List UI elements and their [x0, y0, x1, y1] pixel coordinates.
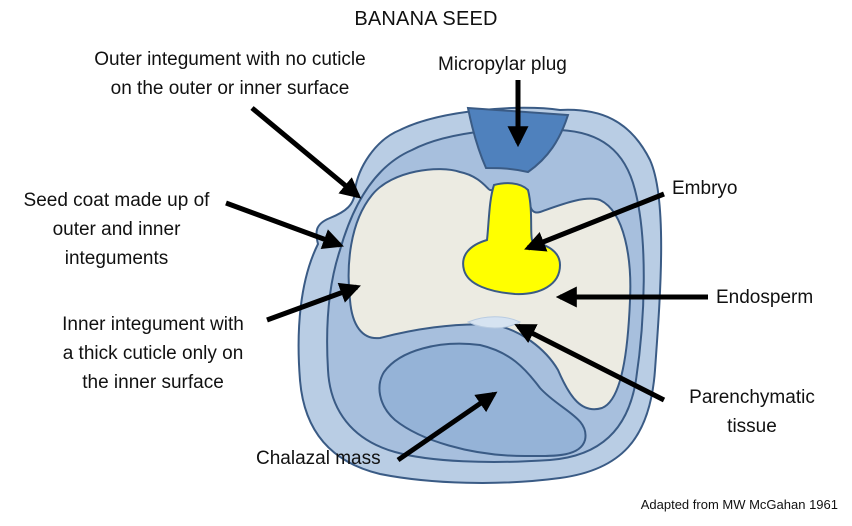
arrow-seed-coat — [225, 200, 344, 250]
label-parenchymatic-tissue-line-1: Parenchymatic — [689, 387, 815, 408]
label-inner-integument-line-3: the inner surface — [82, 372, 224, 393]
label-outer-integument-line-1: Outer integument with no cuticle — [94, 49, 366, 70]
label-micropylar-plug: Micropylar plug — [438, 54, 567, 75]
label-outer-integument-line-2: on the outer or inner surface — [110, 78, 350, 99]
arrow-embryo — [524, 191, 665, 252]
arrow-chalazal-mass — [396, 391, 498, 463]
arrow-parenchymatic-tissue — [514, 323, 666, 403]
arrow-inner-integument — [266, 282, 361, 323]
embryo-shape — [462, 182, 562, 296]
arrow-outer-integument — [250, 106, 362, 199]
source-credit: Adapted from MW McGahan 1961 — [640, 497, 838, 512]
label-seed-coat-line-1: Seed coat made up of — [23, 190, 210, 211]
label-inner-integument-line-1: Inner integument with — [62, 314, 244, 335]
label-outer-integument: Outer integument with no cuticle on the … — [40, 45, 420, 103]
label-parenchymatic-tissue-line-2: tissue — [727, 416, 777, 437]
diagram-title: BANANA SEED — [354, 8, 498, 30]
label-parenchymatic-tissue: Parenchymatic tissue — [672, 383, 832, 441]
label-seed-coat-line-2: outer and inner — [52, 219, 181, 240]
label-inner-integument: Inner integument with a thick cuticle on… — [8, 310, 298, 397]
label-seed-coat: Seed coat made up of outer and inner int… — [4, 186, 229, 273]
label-inner-integument-line-2: a thick cuticle only on — [62, 343, 244, 364]
label-seed-coat-line-3: integuments — [64, 248, 169, 269]
label-embryo: Embryo — [672, 178, 738, 199]
label-endosperm: Endosperm — [716, 287, 814, 308]
label-chalazal-mass: Chalazal mass — [256, 448, 381, 469]
parenchymatic-tissue-shape — [466, 316, 522, 329]
